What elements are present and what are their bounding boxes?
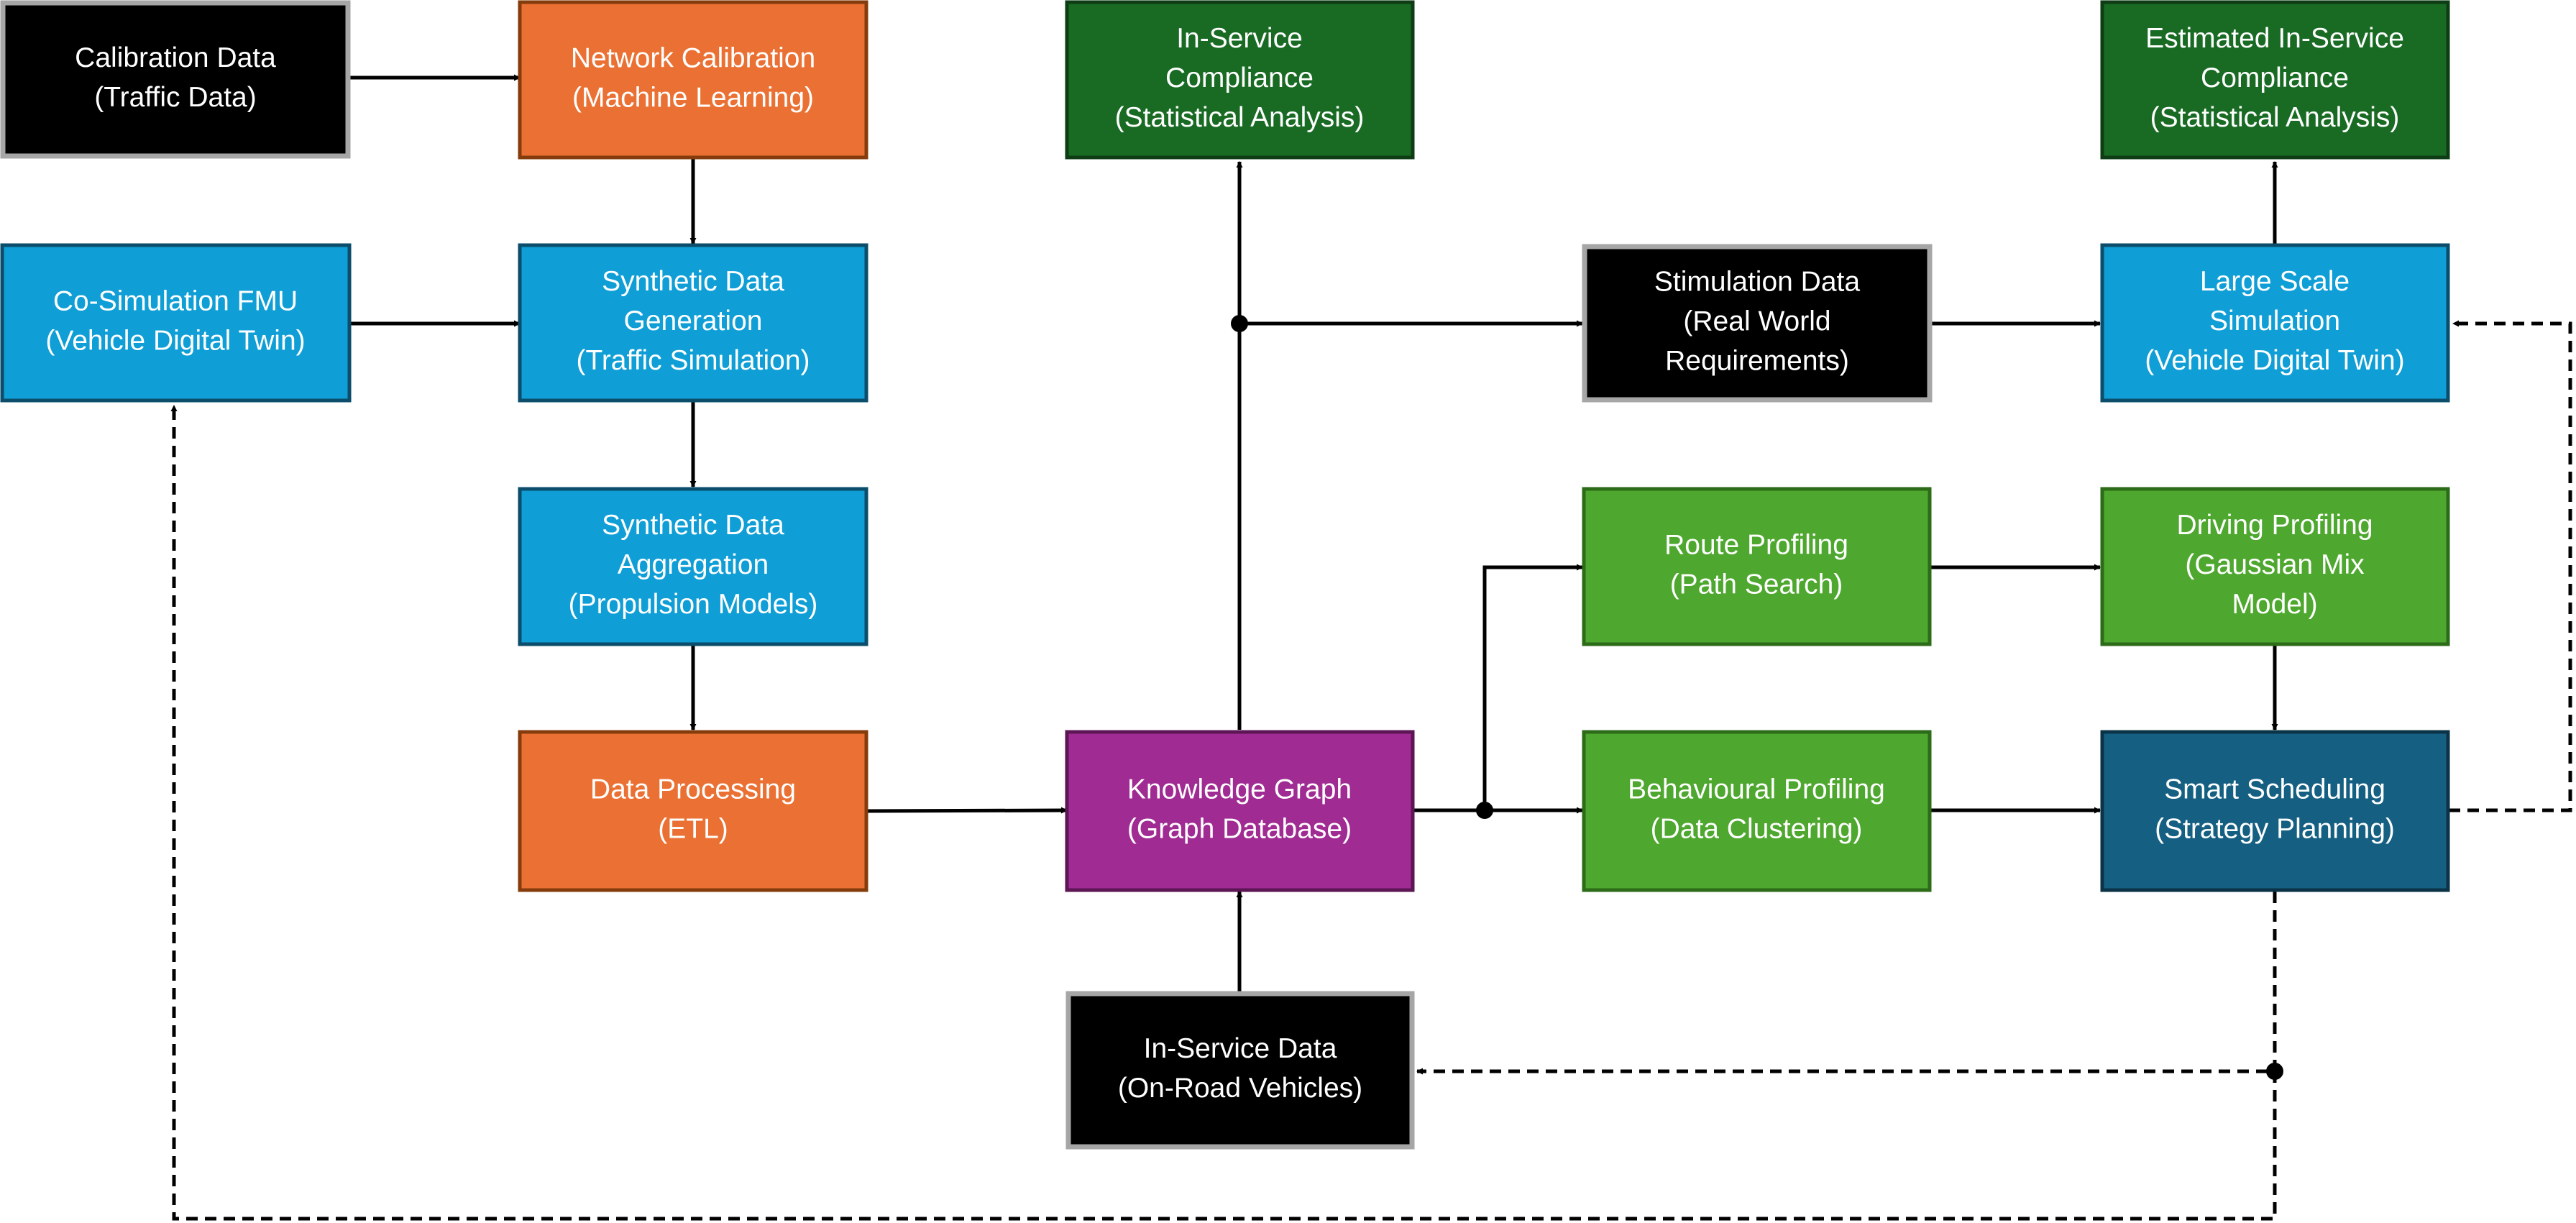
- node-box: [2100, 730, 2450, 892]
- node-label-line: Simulation: [2209, 306, 2340, 336]
- node-label: Knowledge Graph (Graph Database): [1127, 774, 1352, 845]
- node-knowledge-graph: Knowledge Graph (Graph Database): [1065, 730, 1415, 892]
- edge-knowledge-graph-to-route-profiling: [1482, 564, 1583, 810]
- node-route-profiling: Route Profiling (Path Search): [1582, 487, 1932, 646]
- node-label-line: Generation: [624, 306, 763, 336]
- node-label-line: In-Service Data: [1144, 1033, 1337, 1064]
- edge-smart-scheduling-to-in-service-data: [1416, 892, 2277, 1075]
- edge-smart-scheduling-to-co-simulation-fmu: [170, 405, 2277, 1221]
- node-label-line: Driving Profiling: [2176, 510, 2373, 541]
- node-box: [1065, 0, 1415, 160]
- node-label: Co-Simulation FMU (Vehicle Digital Twin): [45, 286, 305, 357]
- junction-dot-upper: [1231, 315, 1248, 332]
- node-label-line: Data Processing: [590, 774, 796, 805]
- node-label-line: Calibration Data: [75, 42, 276, 73]
- node-label-line: Estimated In-Service: [2145, 23, 2404, 54]
- node-label-line: (Vehicle Digital Twin): [2145, 345, 2404, 376]
- node-label-line: (Vehicle Digital Twin): [45, 326, 305, 357]
- node-label-line: Model): [2232, 589, 2317, 620]
- node-label-line: Compliance: [2201, 63, 2349, 93]
- node-behavioural-profiling: Behavioural Profiling (Data Clustering): [1582, 730, 1932, 892]
- node-box: [2100, 487, 2450, 646]
- node-label-line: Knowledge Graph: [1127, 774, 1352, 805]
- node-label-line: Large Scale: [2200, 266, 2350, 297]
- node-calibration-data: Calibration Data (Traffic Data): [0, 0, 351, 159]
- node-label-line: (Data Clustering): [1651, 814, 1863, 845]
- node-label-line: Route Profiling: [1664, 530, 1848, 561]
- node-box: [1582, 487, 1932, 646]
- node-label-line: Synthetic Data: [602, 266, 784, 297]
- node-label-line: (Statistical Analysis): [1115, 102, 1365, 133]
- node-label-line: Requirements): [1665, 346, 1849, 377]
- node-box: [518, 487, 868, 646]
- node-label-line: Stimulation Data: [1654, 267, 1860, 298]
- node-label-line: (Propulsion Models): [569, 589, 818, 620]
- node-box: [518, 0, 868, 160]
- node-label: Smart Scheduling (Strategy Planning): [2155, 774, 2395, 845]
- node-box: [0, 243, 352, 403]
- node-box: [2100, 0, 2450, 160]
- node-label: Behavioural Profiling (Data Clustering): [1628, 774, 1885, 845]
- edge-data-processing-to-knowledge-graph: [866, 807, 1068, 814]
- edge-smart-scheduling-to-large-scale-simulation: [2449, 320, 2572, 812]
- node-label-line: (Traffic Simulation): [576, 345, 810, 376]
- node-label: In-Service Data (On-Road Vehicles): [1118, 1033, 1362, 1104]
- junction-dot-lower: [1476, 802, 1493, 819]
- connectors: [170, 74, 2572, 1221]
- node-smart-scheduling: Smart Scheduling (Strategy Planning): [2100, 730, 2450, 892]
- junctions: [1231, 315, 2283, 1080]
- node-label: Network Calibration (Machine Learning): [571, 43, 815, 114]
- node-label-line: (Graph Database): [1127, 814, 1352, 845]
- node-box: [1065, 991, 1415, 1150]
- node-label-line: Compliance: [1165, 63, 1314, 93]
- node-label-line: Synthetic Data: [602, 510, 784, 541]
- node-label-line: Aggregation: [618, 549, 769, 580]
- node-label-line: (Strategy Planning): [2155, 814, 2395, 845]
- nodes: Calibration Data (Traffic Data) Network C…: [0, 0, 2450, 1150]
- node-box: [1582, 244, 1933, 403]
- node-label-line: (Traffic Data): [94, 82, 256, 113]
- node-label-line: (Machine Learning): [572, 83, 814, 114]
- node-label-line: (Gaussian Mix: [2185, 549, 2365, 580]
- node-label: Calibration Data (Traffic Data): [75, 42, 276, 113]
- node-label-line: (Statistical Analysis): [2150, 102, 2400, 133]
- node-label: Route Profiling (Path Search): [1664, 530, 1848, 600]
- node-box: [518, 243, 868, 403]
- node-box: [1065, 730, 1415, 892]
- node-label-line: (On-Road Vehicles): [1118, 1073, 1362, 1104]
- node-label-line: Network Calibration: [571, 43, 815, 74]
- node-label-line: (ETL): [658, 814, 728, 845]
- node-label-line: Behavioural Profiling: [1628, 774, 1885, 805]
- node-label-line: In-Service: [1176, 23, 1303, 54]
- node-label-line: (Real World: [1683, 306, 1830, 337]
- node-label-line: (Path Search): [1670, 569, 1843, 600]
- node-network-calibration: Network Calibration (Machine Learning): [518, 0, 868, 160]
- junction-dot-feedback: [2266, 1063, 2283, 1080]
- node-box: [518, 730, 868, 892]
- node-label-line: Smart Scheduling: [2164, 774, 2385, 805]
- node-in-service-data: In-Service Data (On-Road Vehicles): [1065, 991, 1415, 1150]
- node-box: [0, 0, 351, 159]
- node-co-simulation-fmu: Co-Simulation FMU (Vehicle Digital Twin): [0, 243, 352, 403]
- node-data-processing: Data Processing (ETL): [518, 730, 868, 892]
- node-box: [1582, 730, 1932, 892]
- node-label: Data Processing (ETL): [590, 774, 796, 845]
- node-label-line: Co-Simulation FMU: [53, 286, 298, 317]
- node-box: [2100, 243, 2450, 403]
